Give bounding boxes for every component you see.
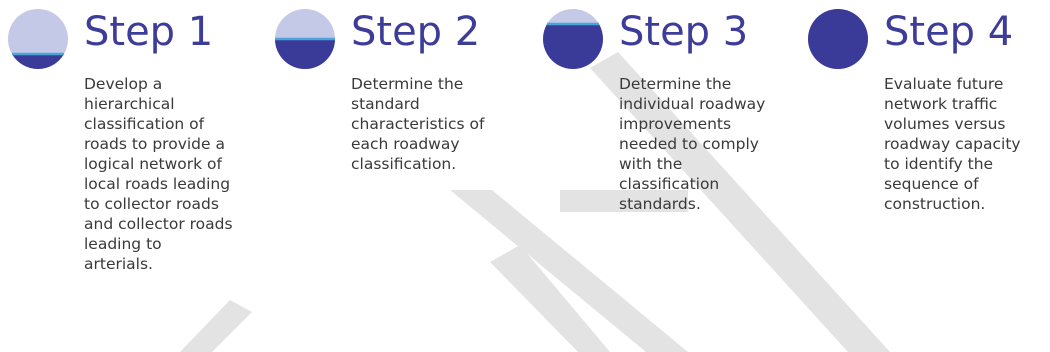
progress-circle-icon <box>8 9 68 69</box>
progress-circle-icon <box>808 9 868 69</box>
progress-circle-icon <box>543 9 603 69</box>
circle-fill <box>543 24 603 69</box>
step-description: Determine the standard characteristics o… <box>351 75 485 173</box>
step-2: Step 2 Determine the standard characteri… <box>267 0 517 352</box>
progress-circle-icon <box>275 9 335 69</box>
circle-fill <box>12 54 64 69</box>
step-title: Step 3 <box>619 9 749 55</box>
circle-fill <box>808 9 868 69</box>
circle-fill <box>275 39 335 69</box>
step-description: Develop a hierarchical classification of… <box>84 75 233 273</box>
step-title: Step 2 <box>351 9 481 55</box>
step-description: Determine the individual roadway improve… <box>619 75 766 213</box>
step-3: Step 3 Determine the individual roadway … <box>535 0 785 352</box>
step-title: Step 4 <box>884 9 1014 55</box>
step-4: Step 4 Evaluate future network traffic v… <box>800 0 1050 352</box>
step-description: Evaluate future network traffic volumes … <box>884 75 1021 213</box>
step-1: Step 1 Develop a hierarchical classifica… <box>0 0 250 352</box>
step-title: Step 1 <box>84 9 214 55</box>
